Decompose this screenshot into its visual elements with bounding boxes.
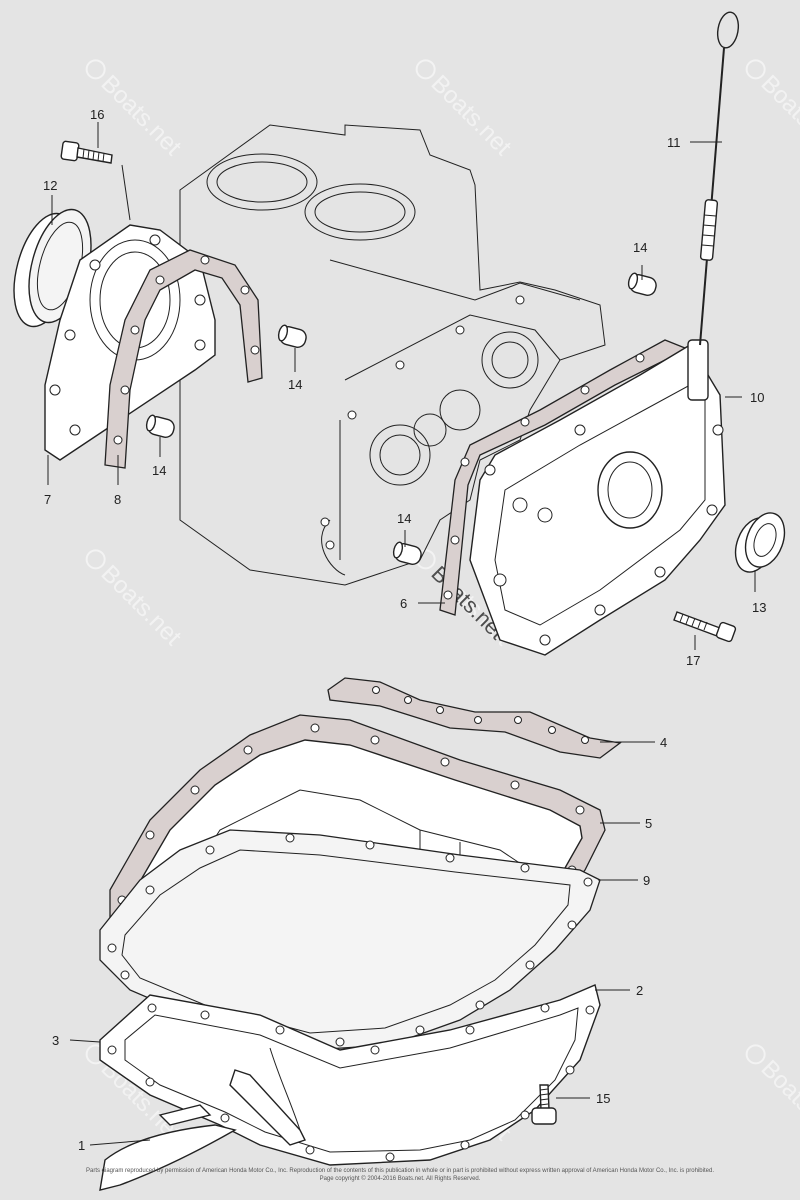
watermark: Boats.net xyxy=(96,70,187,161)
callout-15: 15 xyxy=(596,1091,610,1106)
holder-gasket xyxy=(104,249,263,469)
callout-8: 8 xyxy=(114,492,121,507)
engine-block-outline xyxy=(179,124,606,586)
callout-14: 14 xyxy=(397,511,411,526)
callout-7: 7 xyxy=(44,492,51,507)
callout-1: 1 xyxy=(78,1138,85,1153)
leader-lines xyxy=(47,122,756,1146)
callout-11: 11 xyxy=(667,135,681,150)
callout-14: 14 xyxy=(633,240,647,255)
callouts: 16 12 7 8 14 14 14 14 6 11 10 13 17 4 5 … xyxy=(43,107,766,1153)
callout-9: 9 xyxy=(643,873,650,888)
callout-6: 6 xyxy=(400,596,407,611)
callout-14: 14 xyxy=(288,377,302,392)
bottom-plate-gasket xyxy=(99,984,601,1166)
callout-14: 14 xyxy=(152,463,166,478)
oil-strainer xyxy=(99,1104,237,1191)
dowel-pins xyxy=(145,272,657,565)
callout-3: 3 xyxy=(52,1033,59,1048)
callout-13: 13 xyxy=(752,600,766,615)
watermark: Boats.net xyxy=(756,1055,800,1146)
bolt-16 xyxy=(60,140,113,164)
bolt-15 xyxy=(531,1084,557,1125)
bolt-17 xyxy=(673,611,737,643)
callout-4: 4 xyxy=(660,735,667,750)
copyright-line-2: Page copyright © 2004-2016 Boats.net. Al… xyxy=(319,1176,481,1182)
callout-17: 17 xyxy=(686,653,700,668)
callout-2: 2 xyxy=(636,983,643,998)
watermark: Boats.net xyxy=(426,70,517,161)
watermark: Boats.net xyxy=(756,70,800,161)
gasket-strip xyxy=(327,677,622,759)
watermark: Boats.net xyxy=(96,560,187,651)
oil-seal-right xyxy=(734,512,786,573)
dipstick xyxy=(699,11,740,346)
side-cover xyxy=(469,339,726,656)
callout-12: 12 xyxy=(43,178,57,193)
callout-10: 10 xyxy=(750,390,764,405)
callout-16: 16 xyxy=(90,107,104,122)
copyright-line-1: Parts diagram reproduced by permission o… xyxy=(86,1168,714,1174)
callout-5: 5 xyxy=(645,816,652,831)
